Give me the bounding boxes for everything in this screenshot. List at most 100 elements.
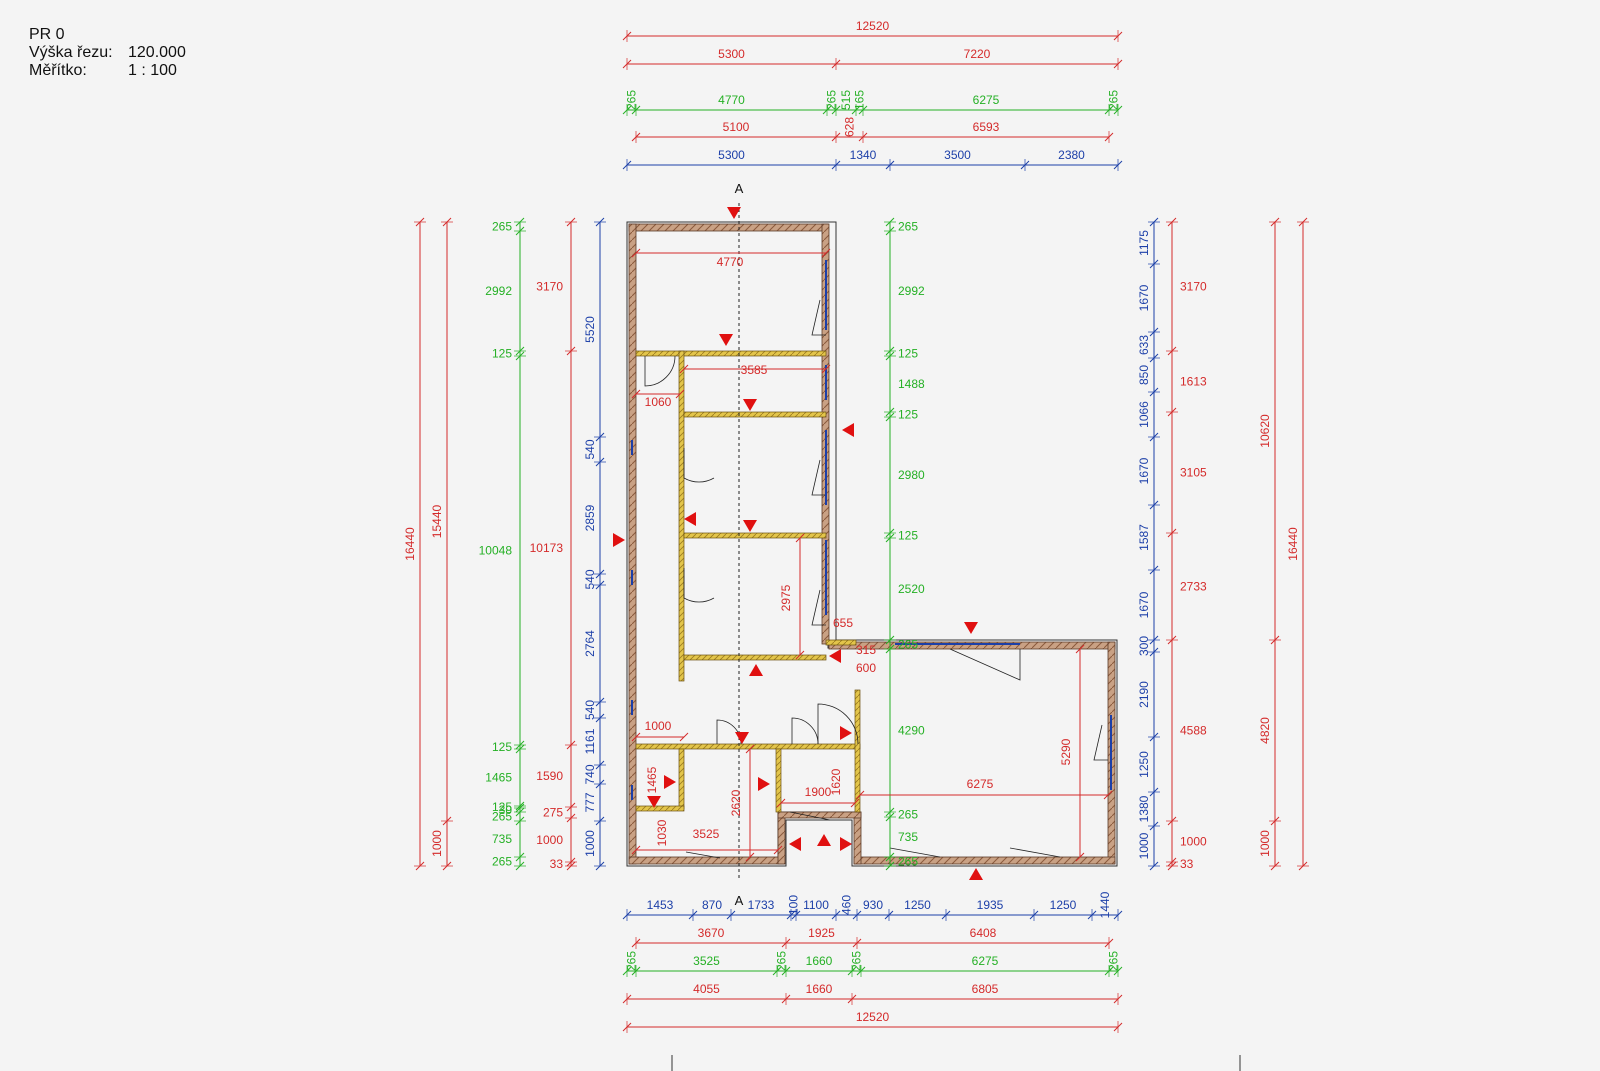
room-dim-12: 1900 [805,785,832,799]
view-marker-8 [684,512,696,526]
view-marker-12 [789,837,801,851]
view-marker-18 [829,649,841,663]
right-dim-0-6: 1587 [1137,524,1151,551]
windows [631,260,1112,800]
left-dim-3-1: 10173 [530,541,564,555]
top-dim-4-0: 5300 [718,148,745,162]
right-dim-0-10: 1250 [1137,751,1151,778]
left-dim-2-2: 125 [492,347,512,361]
top-dim-4-1: 1340 [850,148,877,162]
left-dim-4-6: 1161 [583,728,597,754]
left-dim-1-0: 15440 [430,504,444,538]
bottom-dim-2-0: 265 [625,951,639,971]
top-dim-2-6: 265 [1107,90,1121,110]
plan-title: PR 0 [29,26,65,43]
view-marker-5 [735,732,749,744]
right-dim-0-2: 633 [1137,335,1151,355]
room-dim-9: 1030 [655,819,669,846]
left-dim-2-4: 125 [492,740,512,754]
bottom-dim-1-2: 6408 [970,926,997,940]
right-dim-1-6: 33 [1180,857,1194,871]
top-dim-2-2: 265 [825,90,839,110]
right-dim-3-0: 16440 [1286,527,1300,561]
left-dim-1-1: 1000 [430,830,444,857]
cut-height-label: Výška řezu: [29,44,113,61]
mid-dim-0-1: 2992 [898,284,925,298]
view-marker-14 [840,837,852,851]
left-dim-2-1: 2992 [485,284,512,298]
right-dim-0-4: 1066 [1137,401,1151,428]
interior-partitions [635,350,861,813]
mid-dim-0-0: 265 [898,220,918,234]
bottom-dim-0-5: 460 [840,895,854,915]
right-dim-0-3: 850 [1137,365,1151,385]
door-swings [644,299,1108,859]
mid-dim-0-9: 4290 [898,724,925,738]
bottom-dim-4-0: 12520 [856,1010,890,1024]
view-marker-10 [758,777,770,791]
bottom-dim-0-1: 870 [702,898,722,912]
view-markers [613,207,983,880]
cut-height-value: 120.000 [128,44,186,61]
right-dim-0-1: 1670 [1137,284,1151,311]
bottom-dim-0-4: 1100 [803,898,829,912]
bottom-dim-1-1: 1925 [808,926,835,940]
view-marker-7 [842,423,854,437]
scale-row: Měřítko: 1 : 100 [29,62,186,80]
view-marker-15 [969,868,983,880]
right-dim-1-2: 3105 [1180,466,1207,480]
room-dim-8: 1465 [645,766,659,793]
left-dim-3-2: 1590 [536,769,563,783]
left-dim-4-8: 777 [583,792,597,812]
left-dim-2-9: 735 [492,832,512,846]
right-dim-1-4: 4588 [1180,724,1207,738]
bottom-dim-2-2: 265 [775,951,789,971]
view-marker-13 [817,834,831,846]
right-dim-2-2: 1000 [1258,830,1272,857]
left-dim-2-10: 265 [492,855,512,869]
top-dim-3-1: 628 [843,117,857,137]
left-dimension-chains: 1644015440100026529921251004812514651253… [403,217,606,871]
left-dim-4-0: 5520 [583,316,597,343]
section-label-top: A [735,181,744,196]
bottom-dim-0-2: 1733 [748,898,775,912]
right-dimension-chains: 1175167063385010661670158716703002190125… [1137,217,1309,871]
bottom-dim-3-0: 4055 [693,982,720,996]
right-dim-0-7: 1670 [1137,591,1151,618]
top-dim-4-2: 3500 [944,148,971,162]
top-dim-3-0: 5100 [723,120,750,134]
right-dim-0-11: 1380 [1137,795,1151,822]
left-dim-4-1: 540 [583,439,597,459]
section-label-bottom: A [735,893,744,908]
bottom-dim-0-9: 1250 [1050,898,1077,912]
mid-dim-0-12: 265 [898,855,918,869]
view-marker-16 [964,622,978,634]
view-marker-0 [727,207,741,219]
top-dim-2-3: 515 [839,90,853,110]
bottom-dim-2-3: 1660 [806,954,833,968]
cut-height-row: Výška řezu: 120.000 [29,44,186,62]
left-dim-4-2: 2859 [583,504,597,531]
bottom-dim-3-1: 1660 [806,982,833,996]
room-dim-15: 5290 [1059,738,1073,765]
bottom-dim-0-7: 1250 [904,898,931,912]
mid-dim-0-11: 735 [898,830,918,844]
middle-dimension-chain: 2652992125148812529801252520265429026573… [884,217,925,871]
top-dim-1-0: 5300 [718,47,745,61]
exterior-walls [628,223,1116,865]
right-dim-1-1: 1613 [1180,375,1207,389]
room-dim-1: 3585 [741,363,768,377]
building-outline [626,221,1118,867]
mid-dim-0-5: 2980 [898,468,925,482]
top-dim-1-1: 7220 [964,47,991,61]
right-dim-0-9: 2190 [1137,681,1151,708]
left-dim-2-5: 1465 [485,771,512,785]
top-dim-2-4: 165 [853,90,867,110]
left-dim-3-5: 33 [550,857,564,871]
view-marker-4 [749,664,763,676]
view-marker-1 [719,334,733,346]
scale-label: Měřítko: [29,62,87,79]
right-dim-2-1: 4820 [1258,717,1272,744]
mid-dim-0-7: 2520 [898,582,925,596]
